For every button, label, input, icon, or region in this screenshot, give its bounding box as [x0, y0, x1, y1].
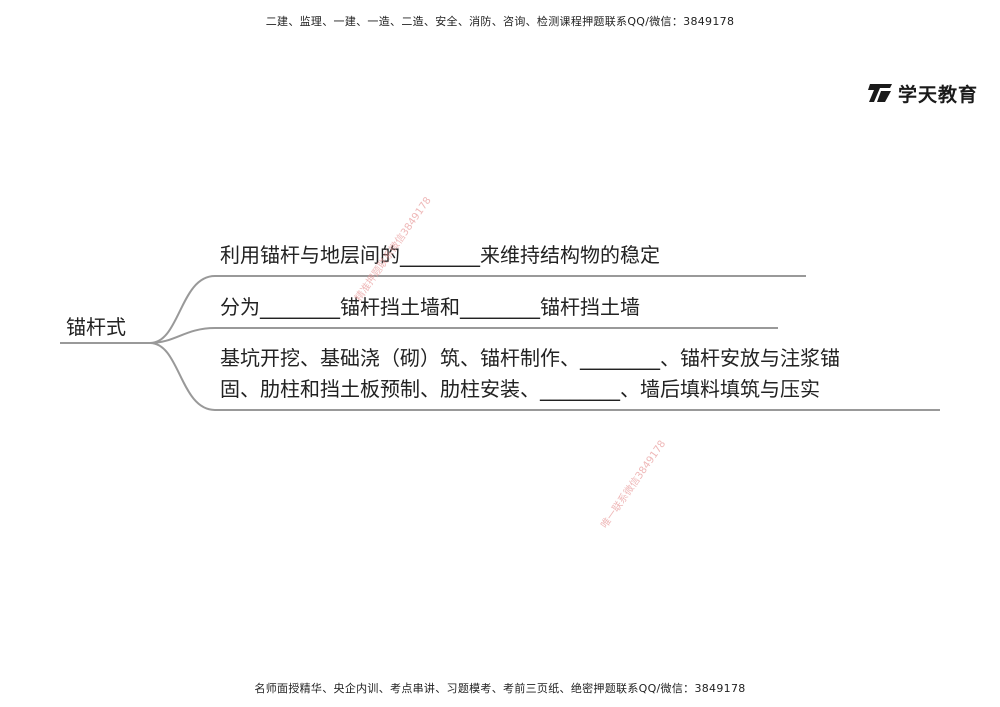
- connector-branch-2: [149, 327, 216, 344]
- branch-3-text-line-1: 基坑开挖、基础浇（砌）筑、锚杆制作、________、锚杆安放与注浆锚: [220, 346, 840, 370]
- branch-1-text: 利用锚杆与地层间的________来维持结构物的稳定: [220, 243, 660, 267]
- header-note: 二建、监理、一建、一造、二造、安全、消防、咨询、检测课程押题联系QQ/微信：38…: [265, 15, 735, 28]
- branch-2-text: 分为________锚杆挡土墙和________锚杆挡土墙: [220, 295, 640, 319]
- logo: 学天教育: [868, 80, 978, 106]
- connector-branch-1: [149, 275, 216, 344]
- branch-3-text-line-2: 固、肋柱和挡土板预制、肋柱安装、________、墙后填料填筑与压实: [220, 377, 820, 401]
- branch-node-2: 分为________锚杆挡土墙和________锚杆挡土墙: [220, 292, 640, 323]
- branch-node-3: 基坑开挖、基础浇（砌）筑、锚杆制作、________、锚杆安放与注浆锚 固、肋柱…: [220, 343, 840, 405]
- xuetian-logo-icon: [868, 84, 892, 102]
- logo-text: 学天教育: [898, 83, 979, 106]
- branch-node-1: 利用锚杆与地层间的________来维持结构物的稳定: [220, 240, 660, 271]
- footer-note: 名师面授精华、央企内训、考点串讲、习题模考、考前三页纸、绝密押题联系QQ/微信：…: [254, 682, 746, 695]
- connector-branch-3: [149, 342, 216, 411]
- root-node: 锚杆式: [66, 315, 126, 339]
